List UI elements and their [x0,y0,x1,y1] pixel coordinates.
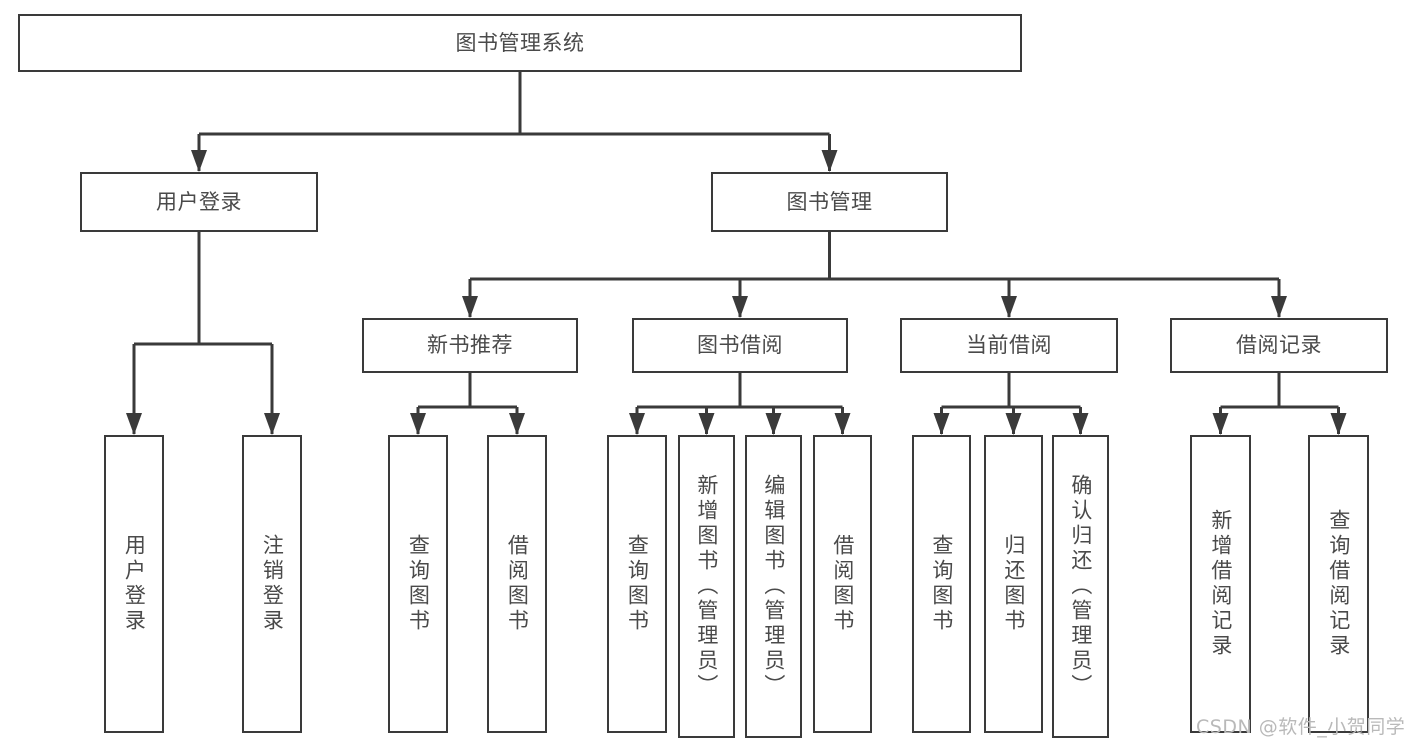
node-borrow-record-label: 借阅记录 [1236,333,1322,358]
node-leaf-user-logout[interactable]: 注销登录 [242,435,302,733]
node-current-borrow[interactable]: 当前借阅 [900,318,1118,373]
node-leaf-edit-book[interactable]: 编辑图书（管理员） [745,435,802,738]
node-user-login-label: 用户登录 [156,189,242,214]
node-leaf-user-login[interactable]: 用户登录 [104,435,164,733]
node-leaf-add-book[interactable]: 新增图书（管理员） [678,435,735,738]
node-leaf-borrow-book-2-label: 借阅图书 [830,534,855,634]
node-leaf-query-book-2[interactable]: 查询图书 [607,435,667,733]
node-leaf-add-book-label: 新增图书（管理员） [694,474,719,699]
node-book-management-label: 图书管理 [786,189,873,214]
node-root[interactable]: 图书管理系统 [18,14,1022,72]
node-book-borrow-label: 图书借阅 [697,333,783,358]
node-leaf-confirm-return-label: 确认归还（管理员） [1068,474,1093,699]
node-new-book-recommendation[interactable]: 新书推荐 [362,318,578,373]
node-leaf-borrow-book-1[interactable]: 借阅图书 [487,435,547,733]
node-current-borrow-label: 当前借阅 [966,333,1052,358]
node-leaf-return-book-label: 归还图书 [1001,534,1026,634]
node-leaf-user-login-label: 用户登录 [122,534,147,634]
node-user-login[interactable]: 用户登录 [80,172,318,232]
node-leaf-return-book[interactable]: 归还图书 [984,435,1043,733]
node-leaf-query-book-3-label: 查询图书 [929,534,954,634]
node-root-label: 图书管理系统 [455,30,585,55]
node-leaf-query-borrow-record-label: 查询借阅记录 [1326,509,1351,659]
node-leaf-query-book-1[interactable]: 查询图书 [388,435,448,733]
node-new-book-recommendation-label: 新书推荐 [427,333,513,358]
node-leaf-query-book-2-label: 查询图书 [625,534,650,634]
node-leaf-borrow-book-2[interactable]: 借阅图书 [813,435,872,733]
node-book-borrow[interactable]: 图书借阅 [632,318,848,373]
node-leaf-confirm-return[interactable]: 确认归还（管理员） [1052,435,1109,738]
node-leaf-user-logout-label: 注销登录 [260,534,285,634]
node-leaf-add-borrow-record[interactable]: 新增借阅记录 [1190,435,1251,733]
node-leaf-query-book-1-label: 查询图书 [406,534,431,634]
node-book-management[interactable]: 图书管理 [711,172,948,232]
node-leaf-edit-book-label: 编辑图书（管理员） [761,474,786,699]
node-leaf-query-book-3[interactable]: 查询图书 [912,435,971,733]
node-borrow-record[interactable]: 借阅记录 [1170,318,1388,373]
node-leaf-borrow-book-1-label: 借阅图书 [505,534,530,634]
node-leaf-query-borrow-record[interactable]: 查询借阅记录 [1308,435,1369,733]
node-leaf-add-borrow-record-label: 新增借阅记录 [1208,509,1233,659]
csdn-watermark: CSDN @软件_小贺同学 [1196,716,1405,738]
